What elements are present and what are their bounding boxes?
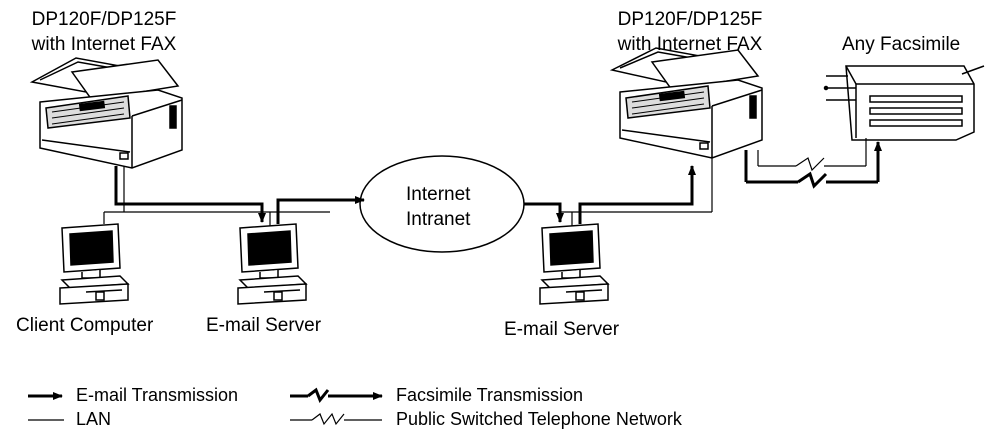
- right-fax-machine-icon: [609, 47, 763, 159]
- client-computer-icon: [59, 223, 130, 305]
- left-fax-machine-icon: [29, 57, 183, 169]
- legend-facsimile-symbol: [290, 387, 383, 403]
- any-facsimile-icon: [823, 65, 985, 141]
- legend-pstn-label: Public Switched Telephone Network: [396, 409, 682, 429]
- internet-line2-label: Intranet: [406, 209, 471, 230]
- email-server-right-label: E-mail Server: [504, 319, 620, 340]
- internet-line1-label: Internet: [406, 184, 471, 205]
- client-computer-label: Client Computer: [16, 315, 154, 336]
- left-fax-feature-label: with Internet FAX: [31, 34, 177, 55]
- facsimile-transmission-path: [744, 141, 882, 189]
- legend-facsimile-label: Facsimile Transmission: [396, 385, 584, 405]
- email-server-right-icon: [539, 223, 610, 305]
- email-transmission-path: [114, 165, 696, 224]
- email-server-left-icon: [237, 223, 308, 305]
- legend-lan-label: LAN: [76, 409, 112, 429]
- legend-email-label: E-mail Transmission: [76, 385, 239, 405]
- right-fax-model-label: DP120F/DP125F: [617, 9, 763, 30]
- any-facsimile-label: Any Facsimile: [842, 34, 961, 55]
- left-fax-model-label: DP120F/DP125F: [31, 9, 177, 30]
- legend-pstn-symbol: [290, 412, 382, 426]
- lan-lines: [103, 138, 867, 226]
- right-fax-feature-label: with Internet FAX: [617, 34, 763, 55]
- email-server-left-label: E-mail Server: [206, 315, 322, 336]
